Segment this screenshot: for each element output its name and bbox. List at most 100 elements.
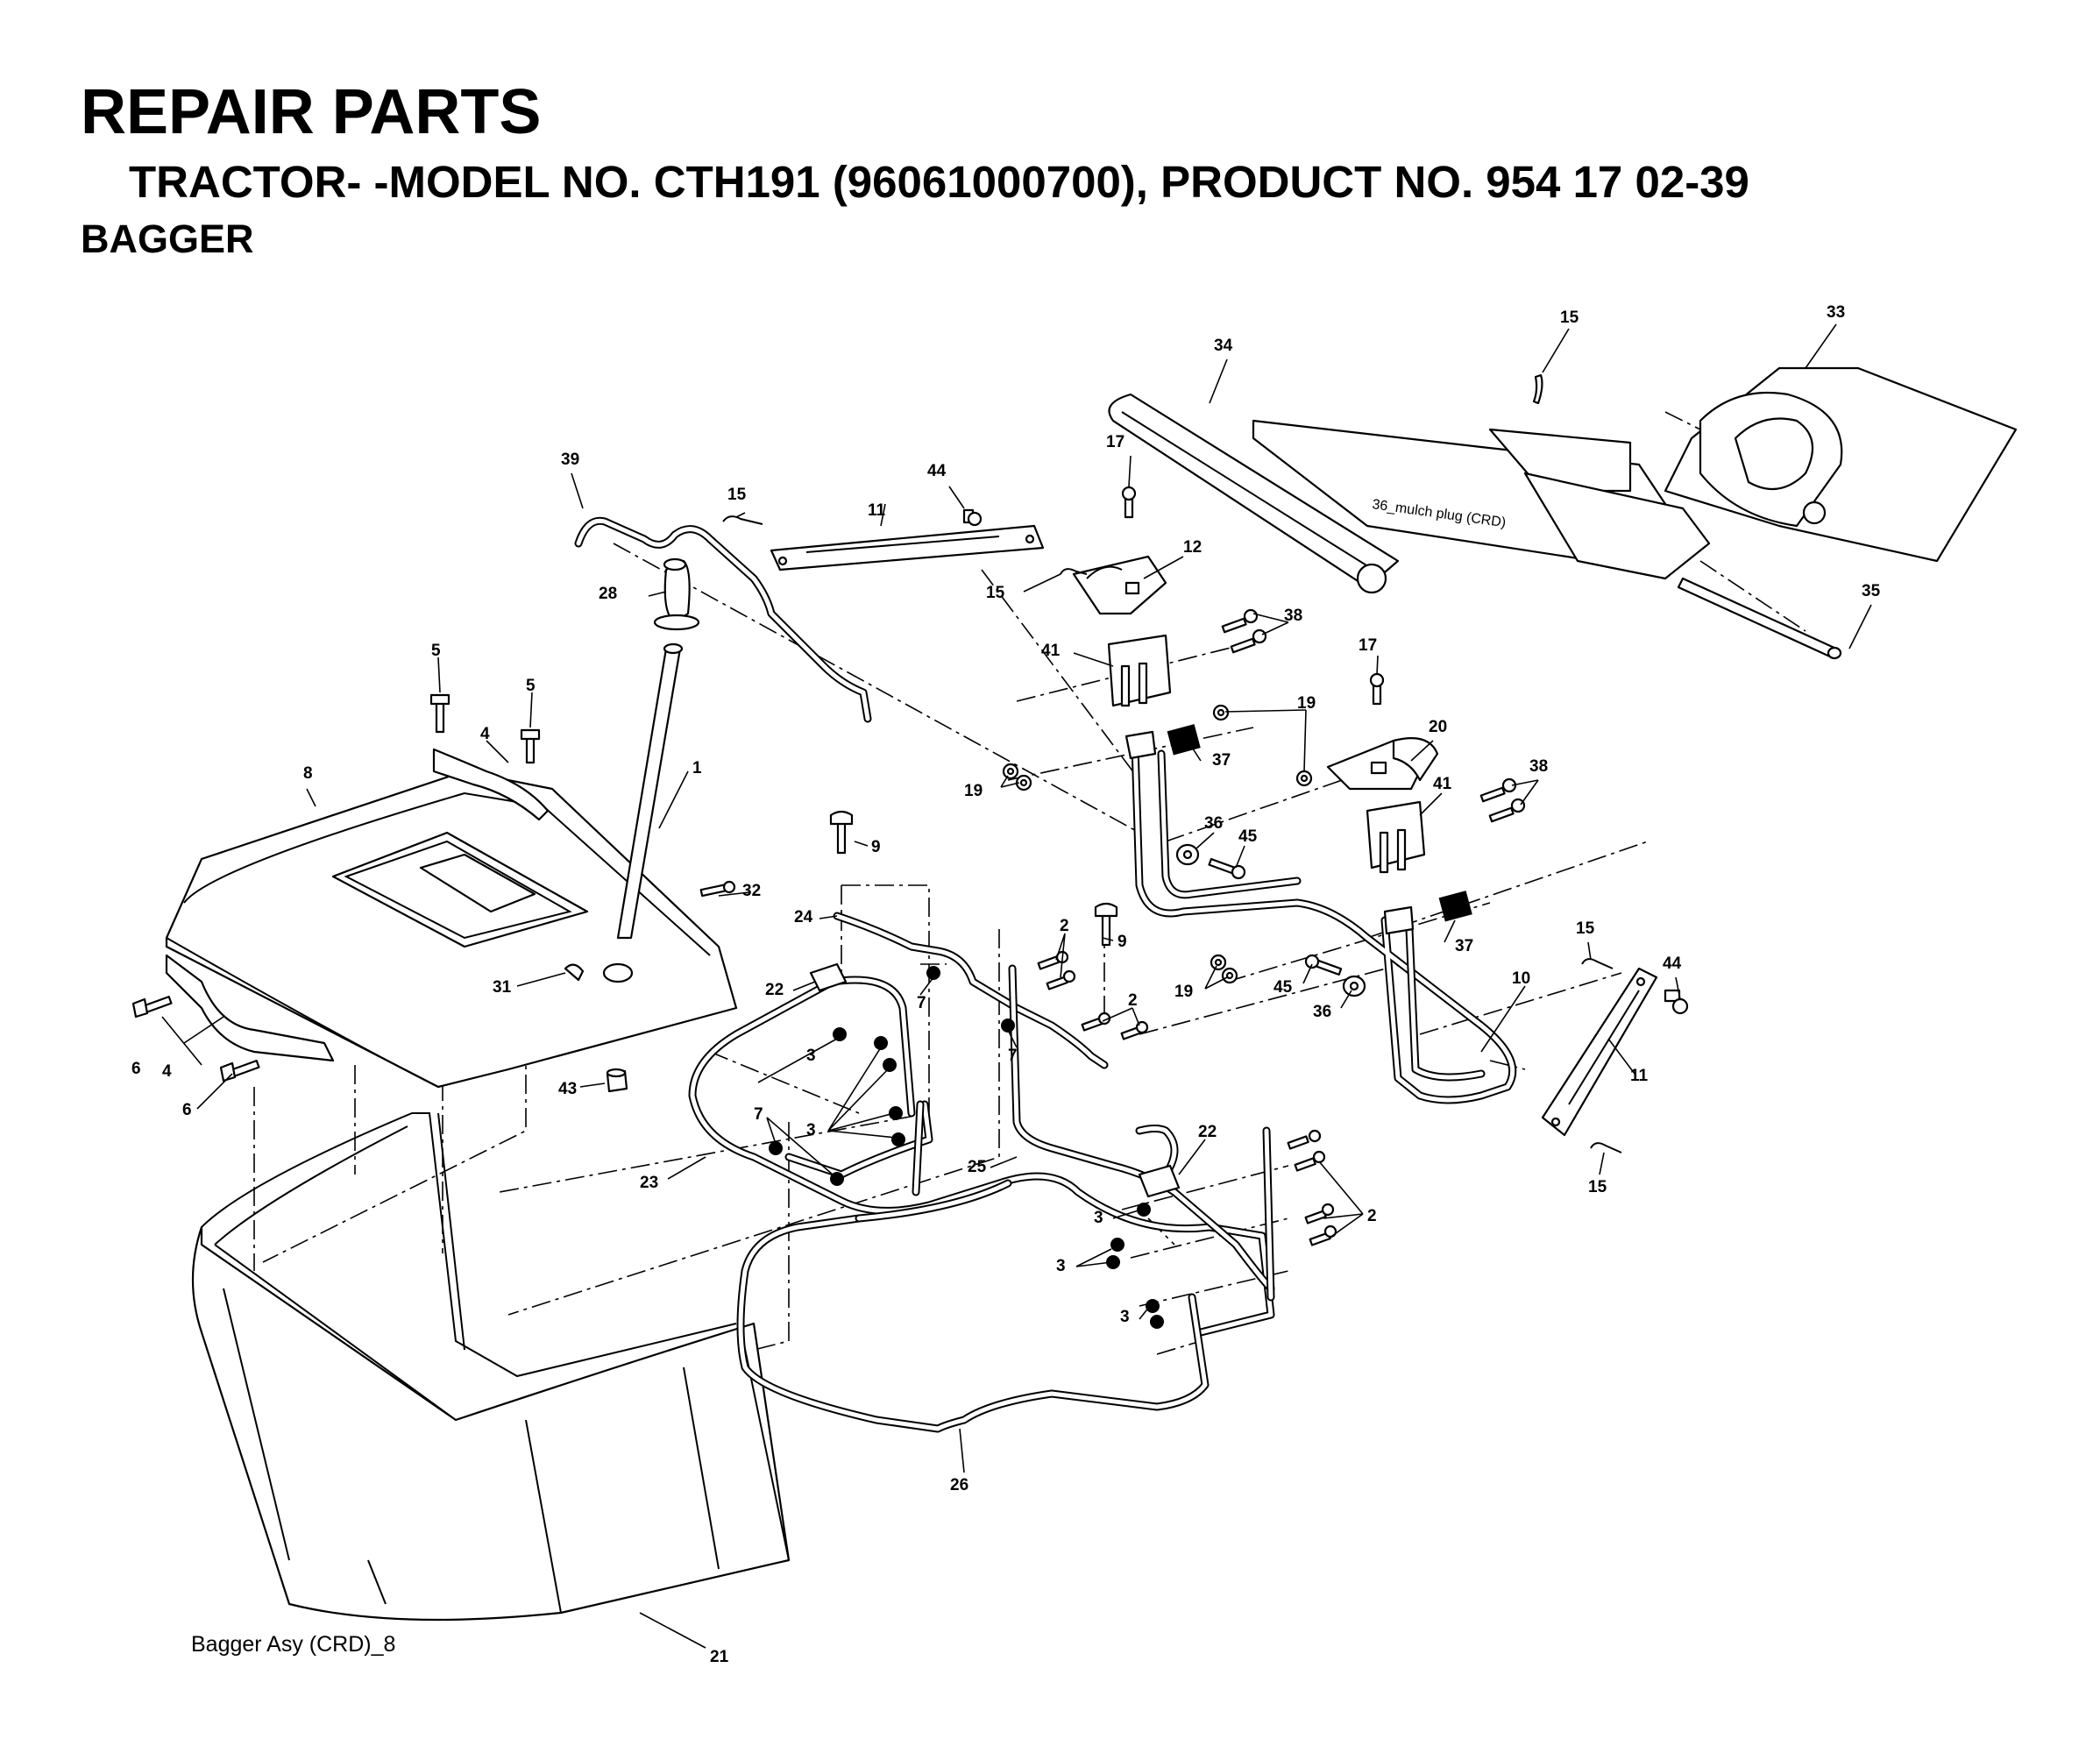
callout-41b: 41 xyxy=(1433,775,1452,793)
callout-3b: 3 xyxy=(806,1121,816,1139)
callout-15c: 15 xyxy=(1560,309,1579,327)
callout-24: 24 xyxy=(794,908,813,926)
callout-9a: 9 xyxy=(871,838,881,856)
callout-37a: 37 xyxy=(1212,751,1231,770)
callout-38b: 38 xyxy=(1529,757,1548,776)
callout-44b: 44 xyxy=(1663,955,1682,973)
callout-21: 21 xyxy=(710,1648,729,1666)
frame-23 xyxy=(688,976,1275,1337)
callout-4a: 4 xyxy=(480,725,490,743)
callout-7a: 7 xyxy=(917,994,926,1012)
pin-15d xyxy=(1581,958,1614,969)
callout-5a: 5 xyxy=(431,642,441,660)
page-title: REPAIR PARTS xyxy=(81,77,542,147)
callout-6a: 6 xyxy=(131,1060,141,1078)
callout-36b: 36 xyxy=(1313,1003,1331,1021)
model-subtitle: TRACTOR- -MODEL NO. CTH191 (96061000700)… xyxy=(129,157,1749,207)
washers-36 xyxy=(1175,843,1366,997)
bolt-5b xyxy=(520,728,541,764)
callout-3d: 3 xyxy=(1056,1257,1066,1275)
callout-10: 10 xyxy=(1512,969,1530,988)
bolt-32 xyxy=(699,880,736,898)
handle-rod xyxy=(616,557,700,940)
callout-3e: 3 xyxy=(1120,1308,1130,1326)
callout-26: 26 xyxy=(950,1476,968,1494)
bolt-17b xyxy=(1369,672,1385,706)
callout-33: 33 xyxy=(1827,303,1845,322)
clamps-22 xyxy=(809,962,1181,1198)
pin-15a xyxy=(722,515,763,525)
callout-3a: 3 xyxy=(806,1047,816,1065)
brace-11-right xyxy=(1541,967,1658,1137)
knob-43 xyxy=(606,1068,628,1093)
callout-11a: 11 xyxy=(868,501,886,520)
bracket-12 xyxy=(1072,555,1167,615)
callout-15e: 15 xyxy=(1588,1178,1607,1196)
nuts-19 xyxy=(1002,704,1313,984)
callout-7c: 7 xyxy=(754,1105,763,1124)
callout-32: 32 xyxy=(742,882,761,900)
callout-34: 34 xyxy=(1214,337,1233,355)
frame-10 xyxy=(1124,730,1517,1104)
bolt-44a xyxy=(962,508,983,527)
fasteners xyxy=(131,486,1689,1329)
callout-3c: 3 xyxy=(1094,1209,1103,1227)
callout-2b: 2 xyxy=(1128,991,1138,1010)
bagger-top-cover xyxy=(165,770,738,1089)
bolt-6a xyxy=(131,996,173,1019)
callout-15a: 15 xyxy=(727,486,747,504)
bolt-17a xyxy=(1121,486,1137,519)
callout-20: 20 xyxy=(1429,718,1447,736)
bolt-9b xyxy=(1094,902,1118,947)
bracket-20 xyxy=(1326,737,1439,791)
callout-11b: 11 xyxy=(1630,1067,1649,1085)
callout-8: 8 xyxy=(303,764,313,783)
callout-28: 28 xyxy=(599,585,617,603)
adapter-34-33 xyxy=(1108,366,2018,660)
bolt-9a xyxy=(829,810,854,855)
callout-22a: 22 xyxy=(765,981,784,999)
callout-35: 35 xyxy=(1862,582,1881,600)
callout-5b: 5 xyxy=(526,677,536,695)
bracket-41-upper xyxy=(1107,634,1172,707)
bolt-5a xyxy=(429,693,451,734)
leader-lines xyxy=(161,323,1872,1649)
callout-6b: 6 xyxy=(182,1101,192,1119)
callout-9b: 9 xyxy=(1117,933,1127,951)
callout-31: 31 xyxy=(493,978,512,997)
callout-45a: 45 xyxy=(1238,827,1258,846)
diagram-caption: Bagger Asy (CRD)_8 xyxy=(191,1632,396,1657)
callout-19a: 19 xyxy=(1297,694,1316,713)
nuts-3 xyxy=(769,966,1164,1329)
callout-39: 39 xyxy=(561,451,579,469)
rod-24 xyxy=(833,912,1109,1069)
pin-15e xyxy=(1590,1142,1622,1153)
callout-15d: 15 xyxy=(1576,919,1595,938)
callout-43: 43 xyxy=(558,1080,577,1098)
callout-37b: 37 xyxy=(1455,937,1473,955)
frame-26 xyxy=(736,1179,1210,1433)
bag-body xyxy=(191,1112,791,1622)
callout-12: 12 xyxy=(1183,538,1202,557)
bent-rod xyxy=(574,516,872,723)
callout-2a: 2 xyxy=(1060,917,1069,935)
callout-45b: 45 xyxy=(1273,978,1293,997)
callout-22b: 22 xyxy=(1198,1123,1217,1141)
callout-44a: 44 xyxy=(927,462,947,480)
callout-17a: 17 xyxy=(1106,433,1124,451)
callout-19c: 19 xyxy=(1174,983,1193,1001)
bolt-44b xyxy=(1664,989,1689,1015)
section-title: BAGGER xyxy=(81,216,254,261)
plug-31 xyxy=(564,963,585,982)
callout-15b: 15 xyxy=(986,584,1005,602)
callout-38a: 38 xyxy=(1284,607,1302,625)
callout-36a: 36 xyxy=(1204,814,1223,833)
callout-23: 23 xyxy=(640,1174,658,1192)
bolts-45 xyxy=(1208,857,1343,976)
frame-25 xyxy=(1008,964,1275,1302)
callout-19b: 19 xyxy=(964,782,983,800)
bolts-38-lower xyxy=(1479,777,1526,823)
callout-2c: 2 xyxy=(1367,1207,1377,1225)
brace-11-left xyxy=(770,524,1045,571)
